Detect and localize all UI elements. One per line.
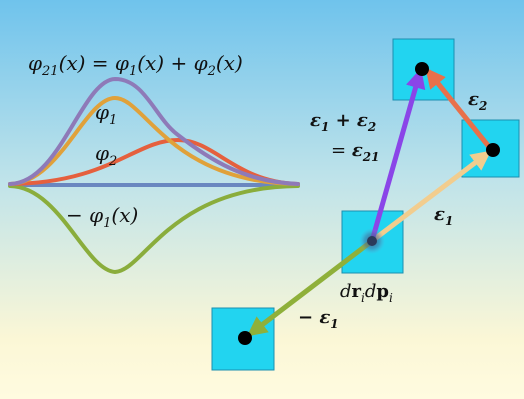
eps1-arrow [370, 150, 492, 243]
sum-curve [8, 76, 300, 186]
phi1-curve [8, 95, 300, 186]
formula-rhs-sub-a: 1 [129, 64, 137, 79]
point-center [367, 236, 377, 246]
formula-lhs-sub: 21 [41, 64, 59, 79]
eps1-label: ε1 [434, 204, 453, 228]
phi1-label: φ1 [95, 100, 117, 128]
formula-lhs-phi: φ [28, 51, 42, 75]
neg-eps1-arrow [246, 239, 374, 337]
point-bottom [238, 331, 252, 345]
formula-text: φ21(x) = φ1(x) + φ2(x) [28, 51, 243, 79]
point-top [415, 62, 429, 76]
neg-phi1-curve [8, 184, 300, 275]
phi2-label: φ2 [95, 141, 117, 169]
sum-label-bottom: = ε21 [331, 140, 379, 164]
eps2-arrow [425, 67, 492, 150]
formula-rhs-sub-b: 2 [207, 64, 216, 79]
neg-eps1-label: − ε1 [298, 307, 339, 331]
cell-label: dridpi [340, 281, 393, 305]
eps2-label: ε2 [468, 89, 487, 113]
sum-label-top: ε1 + ε2 [310, 110, 376, 134]
phi2-curve [8, 137, 300, 186]
neg-phi1-label: − φ1(x) [66, 203, 138, 231]
sum-arrow [369, 68, 426, 242]
point-right [486, 143, 500, 157]
